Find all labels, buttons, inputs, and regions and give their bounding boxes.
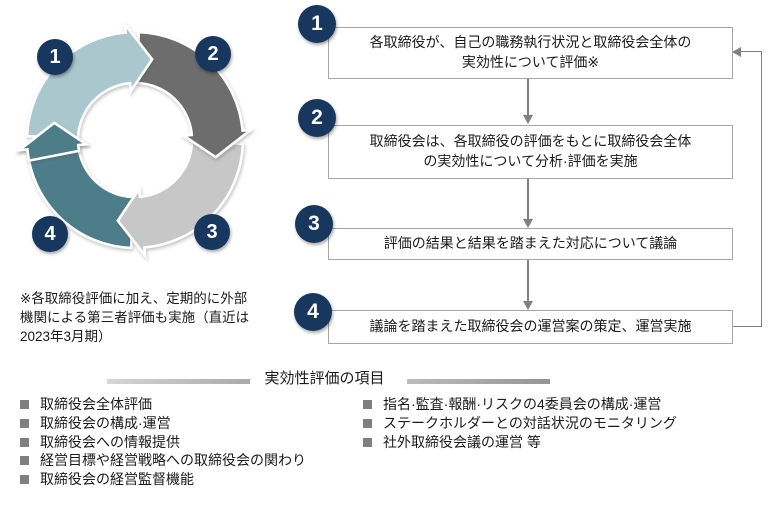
left-arrow-icon — [732, 47, 741, 57]
step-box-1: 各取締役が、自己の職務執行状況と取締役会全体の 実効性について評価※ — [328, 27, 733, 79]
list-item-label: 取締役会の構成·運営 — [40, 414, 171, 431]
section-title: 実効性評価の項目 — [264, 370, 385, 387]
list-item-label: 取締役会の経営監督機能 — [40, 471, 194, 488]
list-item-label: 取締役会への情報提供 — [40, 433, 180, 450]
step-text-line: 実効性について評価※ — [461, 54, 600, 70]
step-text-line: 取締役会は、各取締役の評価をもとに取締役会全体 — [369, 133, 692, 150]
square-bullet-icon — [20, 456, 29, 466]
square-bullet-icon — [363, 437, 372, 447]
connector-line-3-4 — [527, 258, 529, 301]
square-bullet-icon — [20, 437, 29, 447]
step-text-line: の実効性について分析·評価を実施 — [423, 153, 638, 169]
square-bullet-icon — [20, 400, 29, 409]
footnote: ※各取締役評価に加え、定期的に外部 機関による第三者評価も実施（直近は 2023… — [20, 289, 288, 346]
connector-line-1-2 — [527, 77, 529, 115]
list-item: 社外取締役会議の運営 等 — [363, 434, 677, 453]
cycle-badge-2: 2 — [195, 36, 231, 72]
list-item: 取締役会の構成·運営 — [20, 415, 306, 434]
step-badge-3: 3 — [295, 205, 333, 243]
list-item: 取締役会全体評価 — [20, 396, 306, 415]
list-item-label: ステークホルダーとの対話状況のモニタリング — [383, 414, 677, 431]
step-text-line: 各取締役が、自己の職務執行状況と取締役会全体の — [369, 34, 692, 51]
list-item: ステークホルダーとの対話状況のモニタリング — [363, 415, 677, 434]
list-item-label: 社外取締役会議の運営 等 — [383, 433, 541, 450]
step-box-2: 取締役会は、各取締役の評価をもとに取締役会全体 の実効性について分析·評価を実施 — [328, 125, 733, 179]
items-list-right: 指名·監査·報酬·リスクの4委員会の構成·運営 ステークホルダーとの対話状況のモ… — [363, 396, 677, 452]
step-box-3: 評価の結果と結果を踏まえた対応について議論 — [328, 228, 733, 260]
square-bullet-icon — [363, 418, 372, 428]
step-box-4: 議論を踏まえた取締役会の運営案の策定、運営実施 — [328, 310, 733, 344]
down-arrow-icon — [522, 219, 533, 228]
list-item: 指名·監査·報酬·リスクの4委員会の構成·運営 — [363, 396, 677, 415]
items-list-left: 取締役会全体評価 取締役会の構成·運営 取締役会への情報提供 経営目標や経営戦略… — [20, 396, 306, 490]
step-badge-4: 4 — [294, 293, 332, 331]
feedback-loop-line — [731, 51, 762, 327]
square-bullet-icon — [363, 400, 372, 409]
title-bar-left — [107, 379, 250, 384]
down-arrow-icon — [522, 115, 533, 124]
square-bullet-icon — [20, 475, 29, 485]
title-bar-right — [407, 379, 550, 384]
cycle-badge-3: 3 — [194, 214, 230, 250]
list-item: 取締役会への情報提供 — [20, 434, 306, 453]
step-text-line: 評価の結果と結果を踏まえた対応について議論 — [383, 235, 678, 252]
list-item-label: 指名·監査·報酬·リスクの4委員会の構成·運営 — [383, 396, 662, 412]
down-arrow-icon — [522, 301, 533, 310]
step-badge-1: 1 — [298, 5, 336, 43]
list-item: 取締役会の経営監督機能 — [20, 471, 306, 490]
evaluation-cycle-diagram: 1 2 3 4 — [0, 0, 290, 285]
step-badge-2: 2 — [298, 99, 336, 137]
list-item-label: 経営目標や経営戦略への取締役会の関わり — [40, 452, 306, 469]
cycle-badge-4: 4 — [32, 216, 68, 252]
footnote-line: 機関による第三者評価も実施（直近は — [20, 310, 250, 326]
cycle-badge-1: 1 — [37, 39, 73, 75]
list-item-label: 取締役会全体評価 — [40, 396, 152, 412]
footnote-line: 2023年3月期） — [20, 329, 112, 345]
cycle-arrows-icon — [15, 20, 255, 260]
connector-line-2-3 — [527, 177, 529, 219]
list-item: 経営目標や経営戦略への取締役会の関わり — [20, 452, 306, 471]
step-text-line: 議論を踏まえた取締役会の運営案の策定、運営実施 — [369, 318, 692, 335]
footnote-line: ※各取締役評価に加え、定期的に外部 — [20, 291, 248, 306]
square-bullet-icon — [20, 418, 29, 428]
